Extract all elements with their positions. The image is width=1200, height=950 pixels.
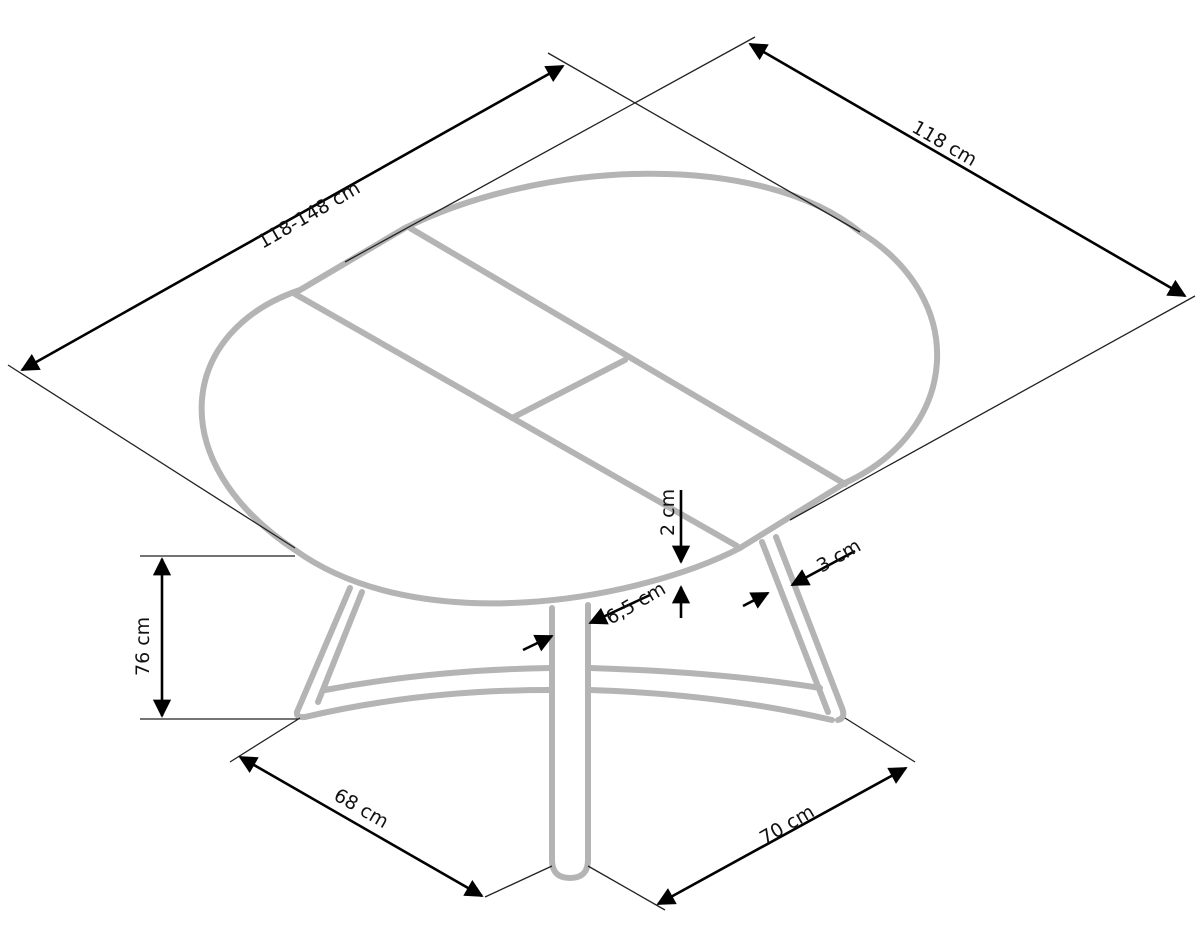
dimension-arrows — [20, 42, 1187, 906]
table-top — [198, 170, 940, 607]
width-dimension-arrow — [748, 42, 1187, 298]
length-dimension-arrow — [20, 64, 565, 372]
table-base — [293, 534, 847, 881]
base-right-dimension-arrow — [656, 766, 908, 906]
top-thickness-label: 2 cm — [657, 488, 679, 536]
base-left-dimension-arrow — [238, 755, 484, 898]
extension-lines — [7, 36, 1196, 911]
height-label: 76 cm — [132, 616, 154, 676]
